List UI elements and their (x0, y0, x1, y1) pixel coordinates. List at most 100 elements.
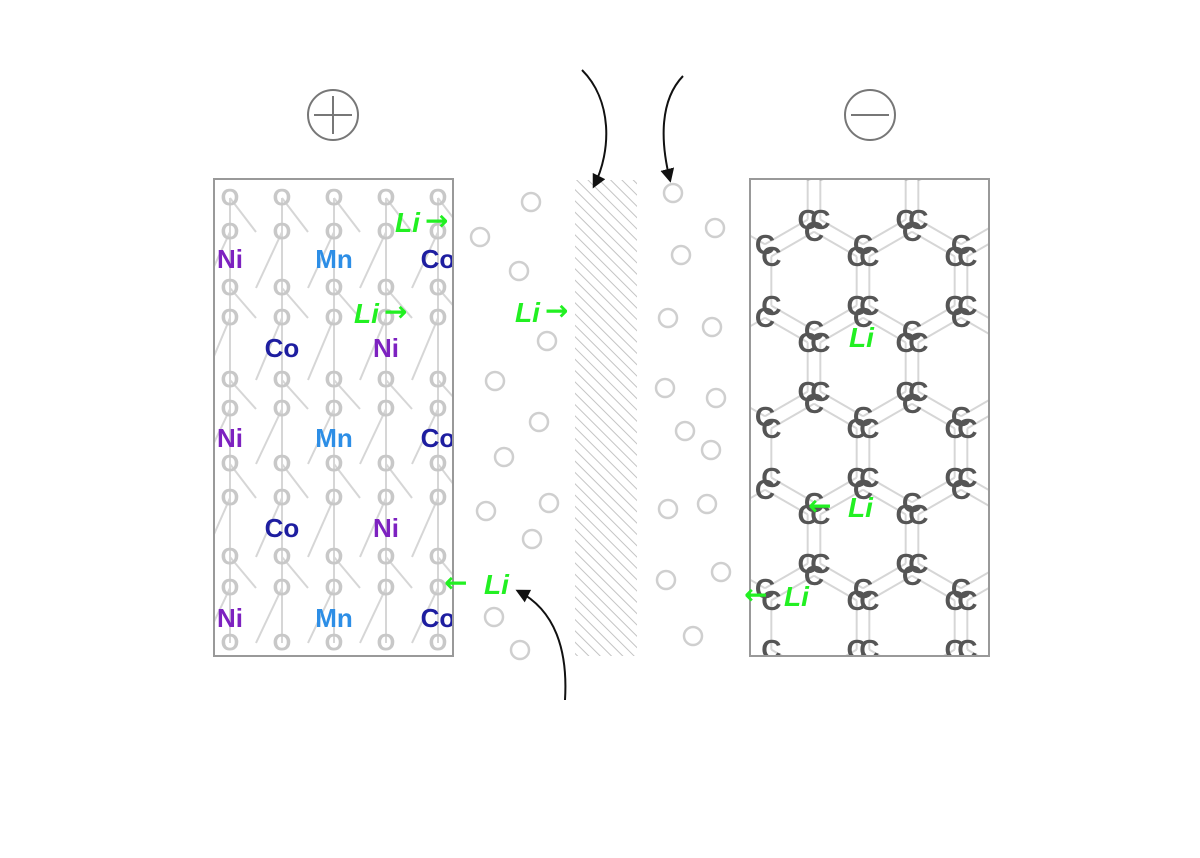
carbon-atom: C (1000, 659, 1020, 690)
carbon-atom: C (1141, 290, 1161, 321)
oxygen-atom: O (429, 630, 448, 657)
oxygen-atom: O (273, 305, 292, 332)
electrolyte-molecule (657, 307, 679, 329)
lattice-bond (255, 587, 283, 644)
carbon-atom: C (1098, 487, 1118, 518)
lattice-bond (333, 379, 361, 410)
electrolyte-molecule (520, 191, 542, 213)
graphite-bond (750, 316, 766, 328)
graphite-bond (819, 488, 864, 516)
graphite-bond (868, 402, 913, 430)
carbon-atom: C (804, 659, 824, 690)
carbon-atom: C (755, 302, 775, 333)
carbon-atom: C (951, 573, 971, 604)
carbon-atom: C (761, 290, 781, 321)
graphite-bond (960, 488, 989, 508)
carbon-atom: C (957, 241, 977, 272)
graphite-bond (764, 562, 809, 590)
electrolyte-molecule (509, 639, 531, 661)
carbon-atom: C (810, 548, 830, 579)
carbon-atom: C (798, 155, 818, 186)
carbon-atom: C (755, 401, 775, 432)
graphite-bond (770, 476, 815, 504)
lattice-bond (437, 197, 453, 220)
carbon-atom: C (908, 327, 928, 358)
graphite-bond (917, 562, 962, 590)
graphite-bond (1059, 392, 1102, 417)
oxygen-atom: O (377, 544, 396, 571)
oxygen-atom: O (377, 396, 396, 423)
carbon-atom: C (1098, 659, 1118, 690)
carbon-atom: C (1055, 290, 1075, 321)
lattice-bond (281, 556, 309, 589)
carbon-atom: C (945, 585, 965, 616)
graphite-bond (1065, 404, 1108, 429)
oxygen-atom: O (221, 185, 240, 212)
li-ion-moving-left: ← Li (744, 578, 810, 612)
graphite-bond (917, 390, 962, 418)
carbon-atom: C (755, 573, 775, 604)
lattice-bond (359, 317, 387, 381)
carbon-atom: C (896, 499, 916, 530)
graphite-bond (813, 476, 858, 504)
lattice-bond (385, 556, 413, 589)
graphite-bond (918, 146, 961, 171)
plus-circle-icon (307, 89, 359, 141)
carbon-atom: C (847, 462, 867, 493)
carbon-atom: C (896, 327, 916, 358)
metal-atom-ni: Ni (217, 603, 243, 633)
lattice-bond (255, 497, 283, 558)
metal-atom-ni: Ni (217, 423, 243, 453)
metal-atom-co: Co (265, 513, 300, 543)
graphite-bond (1065, 576, 1108, 601)
graphite-bond (862, 488, 907, 516)
left-arrow-icon: ← (808, 489, 831, 522)
carbon-atom: C (1141, 634, 1161, 665)
electrolyte-molecule (701, 316, 723, 338)
oxygen-atom: O (325, 544, 344, 571)
lattice-bond (359, 587, 387, 644)
lattice-bond (385, 379, 413, 410)
graphite-bond (819, 218, 864, 246)
carbon-atom: C (755, 474, 775, 505)
electrolyte-molecule (662, 182, 684, 204)
carbon-atom: C (951, 474, 971, 505)
carbon-atom: C (994, 548, 1014, 579)
li-intercalated-in-graphite: Li (849, 322, 875, 353)
carbon-atom: C (712, 327, 732, 358)
negative-terminal (844, 89, 896, 141)
li-ion-moving-left: ← Li (808, 489, 874, 523)
curved-arrow-electrolyte (660, 75, 684, 183)
graphite-bond (1108, 576, 1151, 601)
graphite-bond (765, 146, 808, 171)
carbon-atom: C (761, 634, 781, 665)
carbon-atom: C (896, 155, 916, 186)
graphite-bond (862, 562, 907, 590)
carbon-atom: C (1049, 302, 1069, 333)
carbon-atom: C (810, 327, 830, 358)
graphite-bond (1059, 146, 1102, 171)
carbon-atom: C (853, 573, 873, 604)
graphite-bond (1010, 232, 1053, 257)
graphite-bond (917, 316, 962, 344)
lattice-bond (281, 379, 309, 410)
graphite-bond (770, 574, 815, 602)
graphite-bond (1065, 232, 1108, 257)
carbon-atom: C (859, 413, 879, 444)
carbon-atom: C (847, 290, 867, 321)
li-ion-moving-right: Li → (354, 295, 407, 329)
oxygen-atom: O (377, 219, 396, 246)
carbon-atom: C (804, 560, 824, 591)
carbon-atom: C (1043, 290, 1063, 321)
carbon-atom: C (810, 376, 830, 407)
graphite-bond (750, 406, 766, 418)
electrolyte-molecule (704, 217, 726, 239)
metal-atom-co: Co (421, 423, 456, 453)
lattice-bond (307, 408, 335, 465)
carbon-atom: C (853, 474, 873, 505)
oxygen-atom: O (221, 275, 240, 302)
oxygen-atom: O (377, 275, 396, 302)
graphite-bond (911, 402, 956, 430)
electrolyte-molecule (654, 377, 676, 399)
